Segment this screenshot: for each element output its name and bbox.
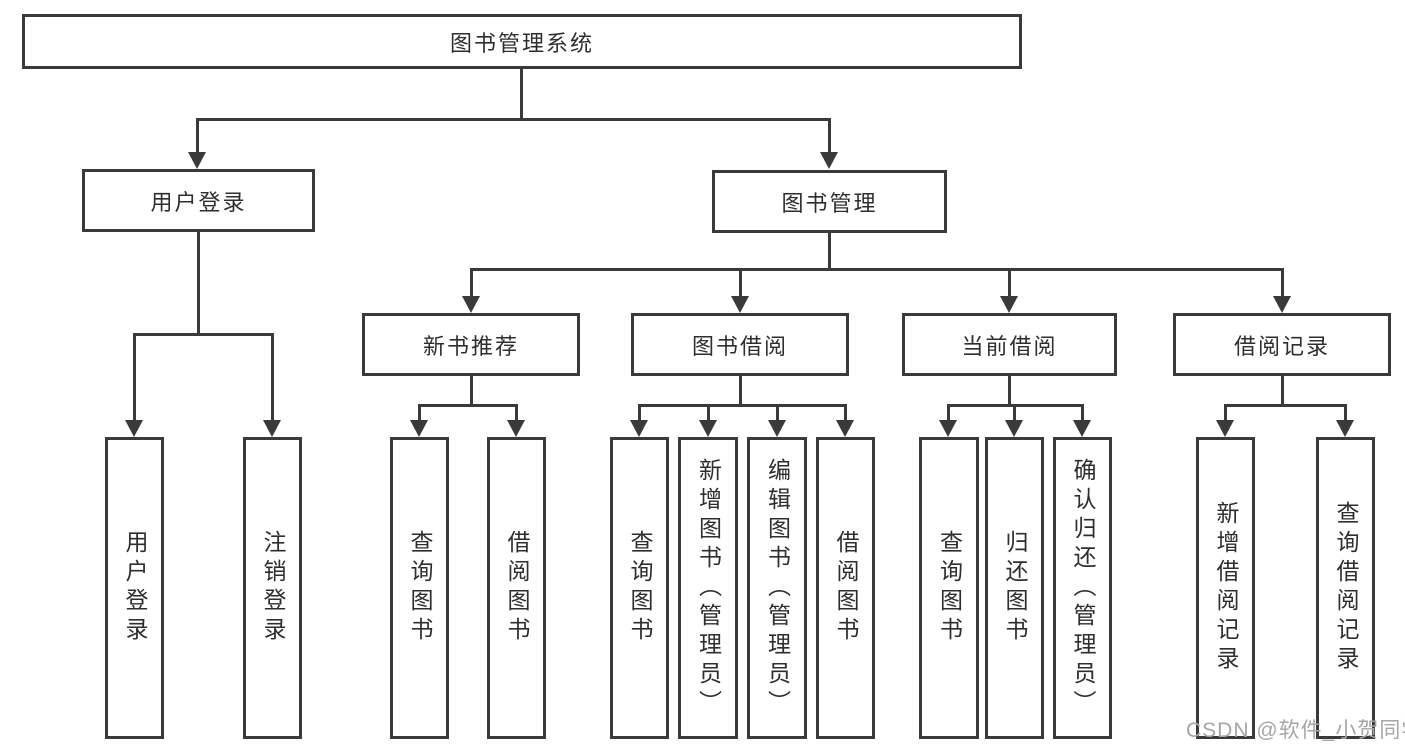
leaf-query-books-current: 查询图书 <box>919 437 979 739</box>
node-current-borrow: 当前借阅 <box>902 313 1117 376</box>
leaf-edit-book-admin: 编辑图书（管理员） <box>747 437 807 739</box>
connector-line <box>638 404 847 407</box>
connector-line <box>1224 404 1227 422</box>
connector-line <box>1008 376 1011 407</box>
node-new-book-recommend: 新书推荐 <box>362 313 580 376</box>
leaf-query-borrow-record: 查询借阅记录 <box>1316 437 1375 739</box>
arrowhead-icon <box>188 152 206 169</box>
connector-line <box>1281 268 1284 298</box>
arrowhead-icon <box>1073 420 1091 437</box>
connector-line <box>707 404 710 422</box>
connector-line <box>828 118 831 154</box>
connector-line <box>638 404 641 422</box>
arrowhead-icon <box>462 296 480 313</box>
connector-line <box>133 333 136 422</box>
connector-line <box>197 232 200 336</box>
leaf-logout: 注销登录 <box>243 437 302 739</box>
arrowhead-icon <box>1000 296 1018 313</box>
connector-line <box>133 333 274 336</box>
leaf-confirm-return-admin: 确认归还（管理员） <box>1053 437 1112 739</box>
arrowhead-icon <box>630 420 648 437</box>
connector-line <box>470 268 1283 271</box>
arrowhead-icon <box>768 420 786 437</box>
connector-line <box>828 233 831 271</box>
connector-line <box>844 404 847 422</box>
arrowhead-icon <box>507 420 525 437</box>
connector-line <box>515 404 518 422</box>
arrowhead-icon <box>820 152 838 169</box>
connector-line <box>418 404 518 407</box>
leaf-query-books-borrow: 查询图书 <box>610 437 669 739</box>
arrowhead-icon <box>1005 420 1023 437</box>
connector-line <box>739 268 742 298</box>
leaf-user-login: 用户登录 <box>105 437 164 739</box>
connector-line <box>520 69 523 121</box>
connector-line <box>1344 404 1347 422</box>
arrowhead-icon <box>263 420 281 437</box>
arrowhead-icon <box>731 296 749 313</box>
arrowhead-icon <box>1216 420 1234 437</box>
node-book-management: 图书管理 <box>712 170 947 233</box>
arrowhead-icon <box>836 420 854 437</box>
connector-line <box>418 404 421 422</box>
node-user-login: 用户登录 <box>82 169 315 232</box>
arrowhead-icon <box>410 420 428 437</box>
node-book-borrow: 图书借阅 <box>631 313 849 376</box>
leaf-query-books-recommend: 查询图书 <box>390 437 449 739</box>
connector-line <box>739 376 742 407</box>
connector-line <box>196 118 831 121</box>
node-borrow-record: 借阅记录 <box>1173 313 1391 376</box>
connector-line <box>470 268 473 298</box>
connector-line <box>776 404 779 422</box>
connector-line <box>947 404 950 422</box>
connector-line <box>1013 404 1016 422</box>
arrowhead-icon <box>1273 296 1291 313</box>
connector-line <box>196 118 199 154</box>
leaf-add-borrow-record: 新增借阅记录 <box>1196 437 1255 739</box>
connector-line <box>271 333 274 422</box>
arrowhead-icon <box>699 420 717 437</box>
watermark: CSDN @软件_小贺同学 <box>1186 719 1405 742</box>
arrowhead-icon <box>125 420 143 437</box>
connector-line <box>1008 268 1011 298</box>
leaf-add-book-admin: 新增图书（管理员） <box>678 437 738 739</box>
connector-line <box>1081 404 1084 422</box>
connector-line <box>1224 404 1347 407</box>
leaf-borrow-books: 借阅图书 <box>816 437 875 739</box>
arrowhead-icon <box>939 420 957 437</box>
node-root: 图书管理系统 <box>22 14 1022 69</box>
connector-line <box>470 376 473 407</box>
leaf-borrow-books-recommend: 借阅图书 <box>487 437 546 739</box>
leaf-return-book: 归还图书 <box>985 437 1044 739</box>
arrowhead-icon <box>1336 420 1354 437</box>
connector-line <box>1281 376 1284 407</box>
